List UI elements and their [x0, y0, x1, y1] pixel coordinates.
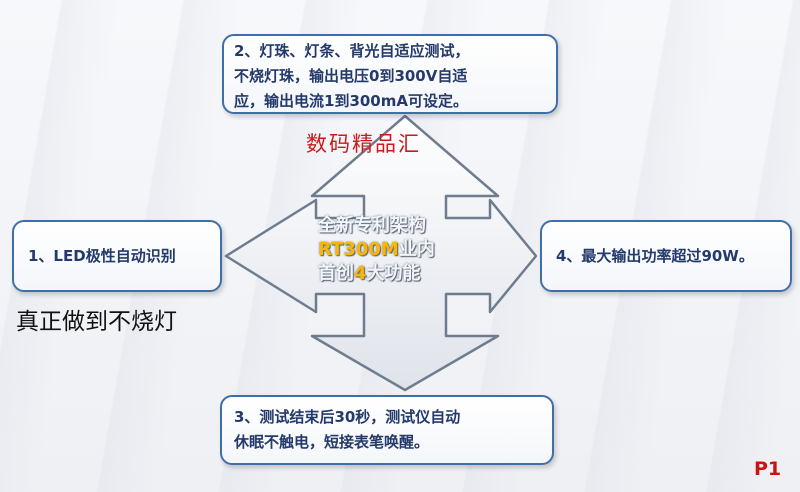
model-name: RT300M — [318, 239, 399, 260]
center-line-3: 首创4大功能 — [318, 262, 488, 286]
feature-2-line-3: 应，输出电流1到300mA可设定。 — [234, 92, 468, 110]
feature-3-line-1: 3、测试结束后30秒，测试仪自动 — [234, 408, 461, 426]
center-caption: 全新专利架构 RT300M业内 首创4大功能 — [318, 214, 488, 286]
cross-arrow-shape — [224, 114, 538, 392]
feature-box-4: 4、最大输出功率超过90W。 — [540, 220, 792, 292]
center-line-2-rest: 业内 — [398, 239, 435, 260]
feature-box-3: 3、测试结束后30秒，测试仪自动 休眠不触电，短接表笔唤醒。 — [220, 395, 554, 465]
feature-4-text: 4、最大输出功率超过90W。 — [556, 246, 754, 265]
feature-2-line-2: 不烧灯珠，输出电压0到300V自适 — [234, 67, 468, 85]
feature-2-line-1: 2、灯珠、灯条、背光自适应测试， — [234, 42, 470, 60]
feature-3-line-2: 休眠不触电，短接表笔唤醒。 — [234, 433, 430, 451]
feature-1-text: 1、LED极性自动识别 — [28, 246, 176, 265]
side-note: 真正做到不烧灯 — [16, 309, 177, 335]
feature-box-1: 1、LED极性自动识别 — [12, 220, 222, 292]
center-line-3-a: 首创 — [318, 263, 354, 284]
watermark-text: 数码精品汇 — [306, 132, 421, 156]
feature-box-2: 2、灯珠、灯条、背光自适应测试， 不烧灯珠，输出电压0到300V自适 应，输出电… — [222, 34, 558, 114]
feature-count: 4 — [354, 263, 367, 284]
center-line-1: 全新专利架构 — [318, 215, 426, 236]
center-line-2: RT300M业内 — [318, 238, 488, 262]
page-label: P1 — [754, 458, 782, 480]
center-line-3-b: 大功能 — [366, 263, 421, 284]
